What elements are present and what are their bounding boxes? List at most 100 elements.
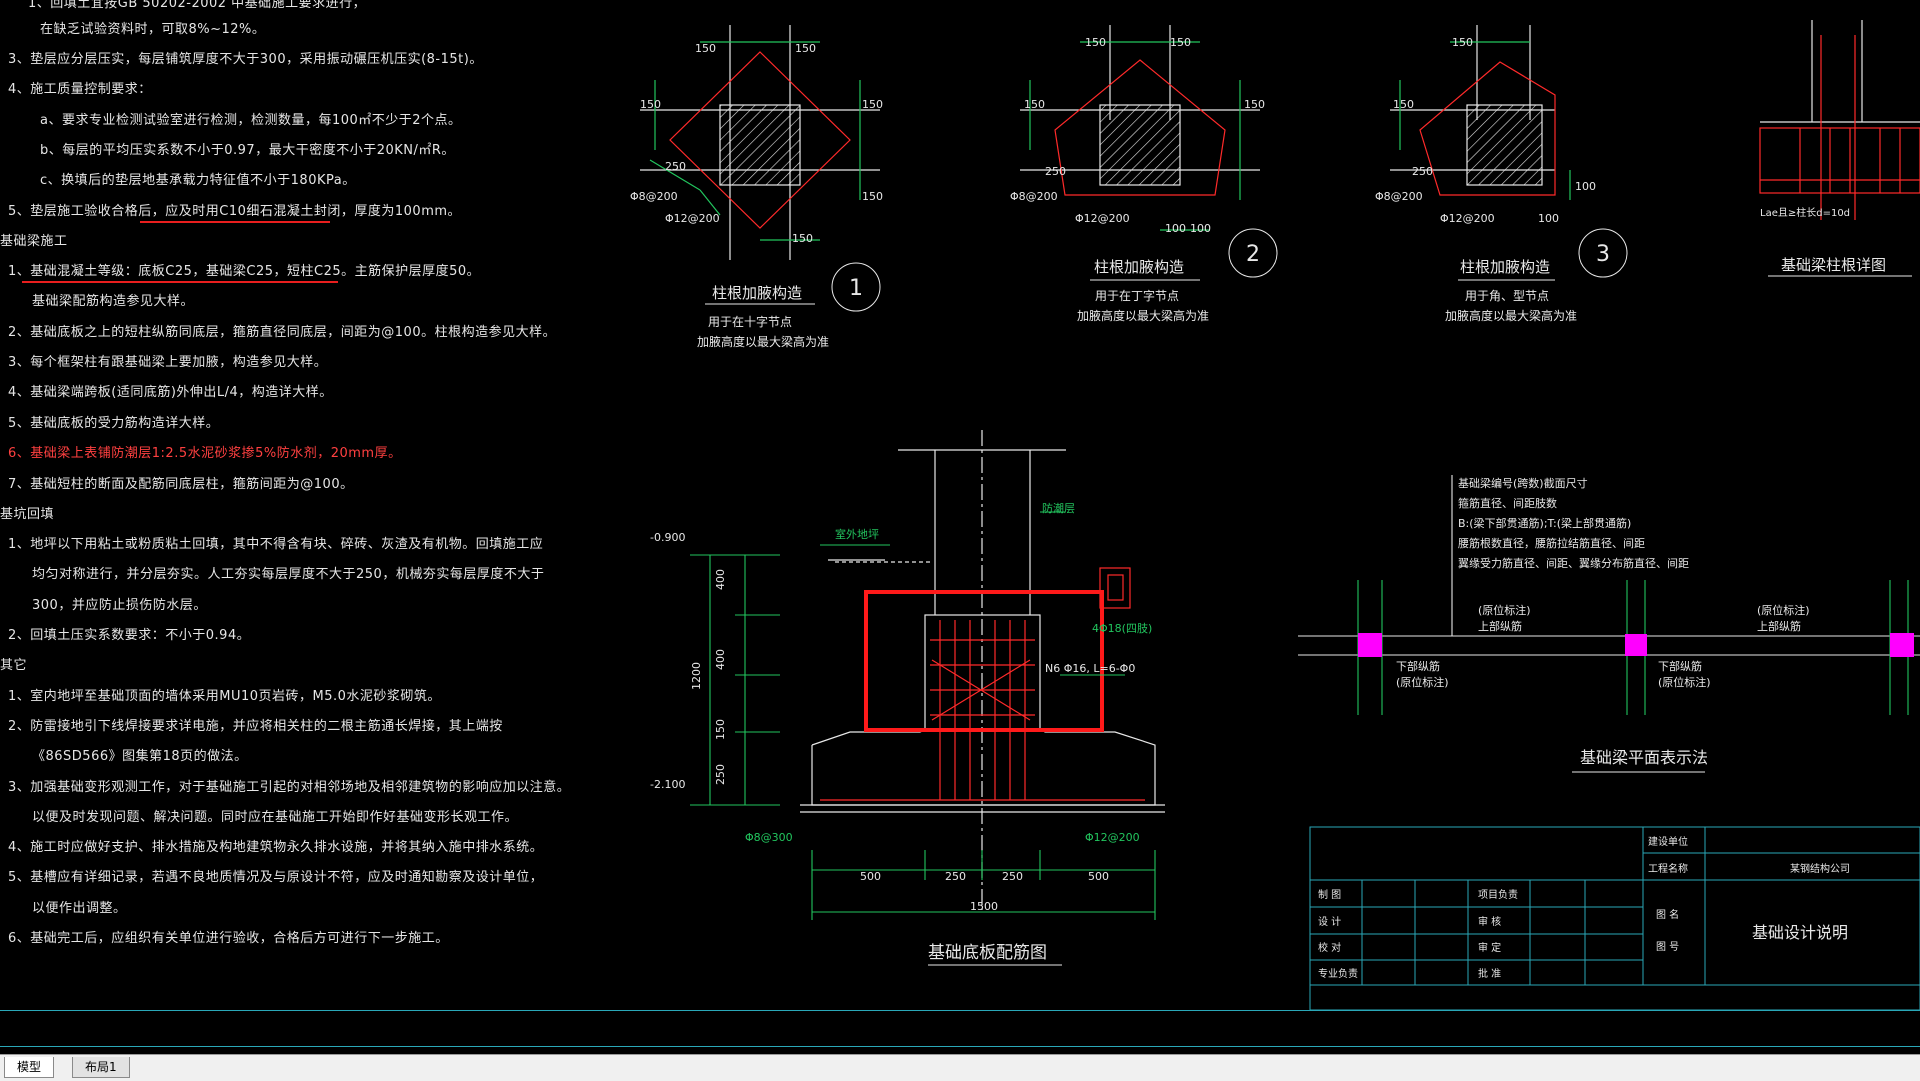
- frame-line: [0, 1010, 1920, 1011]
- beam-plan-line: B:(梁下部贯通筋);T:(梁上部贯通筋): [1458, 516, 1631, 530]
- detail-3-number: 3: [1596, 242, 1610, 267]
- section-heading: 其它: [0, 658, 28, 673]
- tb-label: 批 准: [1478, 967, 1501, 980]
- drawing-layer: 150 150 150 150 150 150 250 Φ8@200 Φ12@2…: [630, 20, 1920, 1011]
- beam-plan-label: (原位标注): [1478, 603, 1531, 617]
- dim-label: 150: [1024, 98, 1045, 111]
- note-line: a、要求专业检测试验室进行检测，检测数量，每100㎡不少于2个点。: [40, 113, 462, 128]
- detail-2-note: 用于在丁字节点: [1095, 288, 1179, 303]
- note-line: 1、回填土宜按GB 50202-2002 中基础施工要求进行，: [28, 0, 367, 11]
- elevation-label: -0.900: [650, 531, 685, 544]
- section-title: 基础底板配筋图: [928, 943, 1047, 963]
- detail-1-note: 加腋高度以最大梁高为准: [697, 334, 829, 349]
- detail-1-title: 柱根加腋构造: [712, 284, 802, 302]
- dim-label: 150: [792, 232, 813, 245]
- section-rebar: [820, 567, 1145, 801]
- column-marker: [1890, 633, 1914, 657]
- detail-2-title: 柱根加腋构造: [1094, 258, 1184, 276]
- dim-label: 150: [1393, 98, 1414, 111]
- note-line: 4、施工时应做好支护、排水措施及构地建筑物永久排水设施，并将其纳入施中排水系统。: [8, 840, 544, 855]
- tb-label: 项目负责: [1478, 888, 1518, 901]
- tb-label: 图 号: [1656, 941, 1679, 953]
- detail-1-note: 用于在十字节点: [708, 314, 792, 329]
- red-underline: [140, 221, 330, 223]
- detail-3-title: 柱根加腋构造: [1460, 258, 1550, 276]
- tab-model[interactable]: 模型: [4, 1057, 55, 1078]
- beam-plan-notation: [1298, 475, 1920, 715]
- beam-plan-title: 基础梁平面表示法: [1580, 748, 1708, 767]
- dim-label: 100: [1165, 222, 1186, 235]
- layout-tab-bar: 模型 布局1: [0, 1054, 1920, 1081]
- h-dim: 500: [1088, 870, 1109, 883]
- h-dim-total: 1500: [970, 900, 998, 913]
- dim-label: 150: [795, 42, 816, 55]
- section-dims: [690, 511, 1156, 920]
- rebar-label: Φ8@200: [1010, 190, 1058, 203]
- dim-label: 250: [1045, 165, 1066, 178]
- tb-label: 图 名: [1656, 908, 1679, 921]
- detail-4-beam-column-root: [1759, 20, 1920, 220]
- beam-plan-label: 上部纵筋: [1478, 619, 1522, 633]
- v-dim: 250: [714, 764, 727, 785]
- beam-plan-line: 翼缘受力筋直径、间距、翼缘分布筋直径、间距: [1458, 556, 1689, 570]
- rebar-label: Φ8@200: [630, 190, 678, 203]
- note-line: 1、室内地坪至基础顶面的墙体采用MU10页岩砖，M5.0水泥砂浆砌筑。: [8, 689, 441, 704]
- note-line: 1、地坪以下用粘土或粉质粘土回填，其中不得含有块、碎砖、灰渣及有机物。回填施工应: [8, 537, 544, 552]
- dim-label: 150: [640, 98, 661, 111]
- note-line: c、换填后的垫层地基承载力特征值不小于180KPa。: [40, 173, 356, 188]
- detail-2-number: 2: [1246, 242, 1260, 267]
- dim-label: 150: [862, 190, 883, 203]
- beam-plan-label: 下部纵筋: [1396, 659, 1440, 673]
- dim-label: 150: [1452, 36, 1473, 49]
- rebar-label: Φ8@300: [745, 831, 793, 844]
- ground-label: 室外地坪: [835, 527, 879, 541]
- note-line: 3、每个框架柱有跟基础梁上要加腋，构造参见大样。: [8, 355, 328, 370]
- tb-label: 校 对: [1318, 941, 1341, 954]
- damp-label: 防潮层: [1042, 501, 1075, 515]
- section-heading: 基础梁施工: [0, 234, 68, 249]
- beam-plan-line: 腰筋根数直径，腰筋拉结筋直径、间距: [1458, 536, 1645, 550]
- tb-drawing-name: 基础设计说明: [1752, 923, 1848, 942]
- note-line-highlight: 6、基础梁上表铺防潮层1:2.5水泥砂浆掺5%防水剂，20mm厚。: [8, 446, 402, 461]
- note-line: 6、基础完工后，应组织有关单位进行验收，合格后方可进行下一步施工。: [8, 931, 449, 946]
- note-line: 5、基础底板的受力筋构造详大样。: [8, 416, 220, 431]
- note-line: 5、垫层施工验收合格后，应及时用C10细石混凝土封闭，厚度为100mm。: [8, 204, 462, 219]
- tb-label: 工程名称: [1648, 862, 1688, 875]
- title-block: [1309, 826, 1920, 1011]
- note-line: 在缺乏试验资料时，可取8%~12%。: [40, 22, 266, 37]
- note-line: 《86SD566》图集第18页的做法。: [32, 749, 248, 764]
- beam-plan-label: (原位标注): [1757, 603, 1810, 617]
- note-line: 4、施工质量控制要求：: [8, 82, 152, 97]
- beam-plan-line: 箍筋直径、间距肢数: [1458, 496, 1557, 510]
- detail-3-corner-joint: [1390, 25, 1571, 200]
- tb-label: 建设单位: [1648, 835, 1688, 848]
- dim-label: 150: [1244, 98, 1265, 111]
- note-line: 300，并应防止损伤防水层。: [32, 598, 207, 613]
- v-dim-total: 1200: [690, 662, 703, 690]
- tab-layout1[interactable]: 布局1: [72, 1057, 130, 1078]
- dim-label: 250: [665, 160, 686, 173]
- note-line: b、每层的平均压实系数不小于0.97，最大干密度不小于20KN/㎡R。: [40, 143, 455, 158]
- beam-plan-line: 基础梁编号(跨数)截面尺寸: [1458, 476, 1588, 490]
- detail-2-note: 加腋高度以最大梁高为准: [1077, 308, 1209, 323]
- beam-plan-label: (原位标注): [1658, 675, 1711, 689]
- note-line: 以便作出调整。: [32, 901, 127, 916]
- note-line: 7、基础短柱的断面及配筋同底层柱，箍筋间距为@100。: [8, 477, 354, 492]
- detail-2-tee-joint: [1020, 25, 1260, 231]
- beam-plan-label: 上部纵筋: [1757, 619, 1801, 633]
- note-line: 均匀对称进行，并分层夯实。人工夯实每层厚度不大于250，机械夯实每层厚度不大于: [32, 567, 545, 582]
- rebar-label: Φ8@200: [1375, 190, 1423, 203]
- rebar-label: Φ12@200: [1075, 212, 1130, 225]
- v-dim: 400: [714, 649, 727, 670]
- dim-label: 150: [695, 42, 716, 55]
- dim-label: 150: [1170, 36, 1191, 49]
- tb-label: 审 核: [1478, 915, 1501, 928]
- tb-label: 审 定: [1478, 941, 1501, 954]
- dim-label: 150: [862, 98, 883, 111]
- v-dim: 400: [714, 569, 727, 590]
- highlight-box: [864, 590, 1104, 732]
- frame-line: [0, 1046, 1920, 1047]
- dim-label: 100: [1190, 222, 1211, 235]
- tb-label: 制 图: [1318, 888, 1341, 901]
- cad-model-space[interactable]: 1、回填土宜按GB 50202-2002 中基础施工要求进行， 在缺乏试验资料时…: [0, 0, 1920, 1050]
